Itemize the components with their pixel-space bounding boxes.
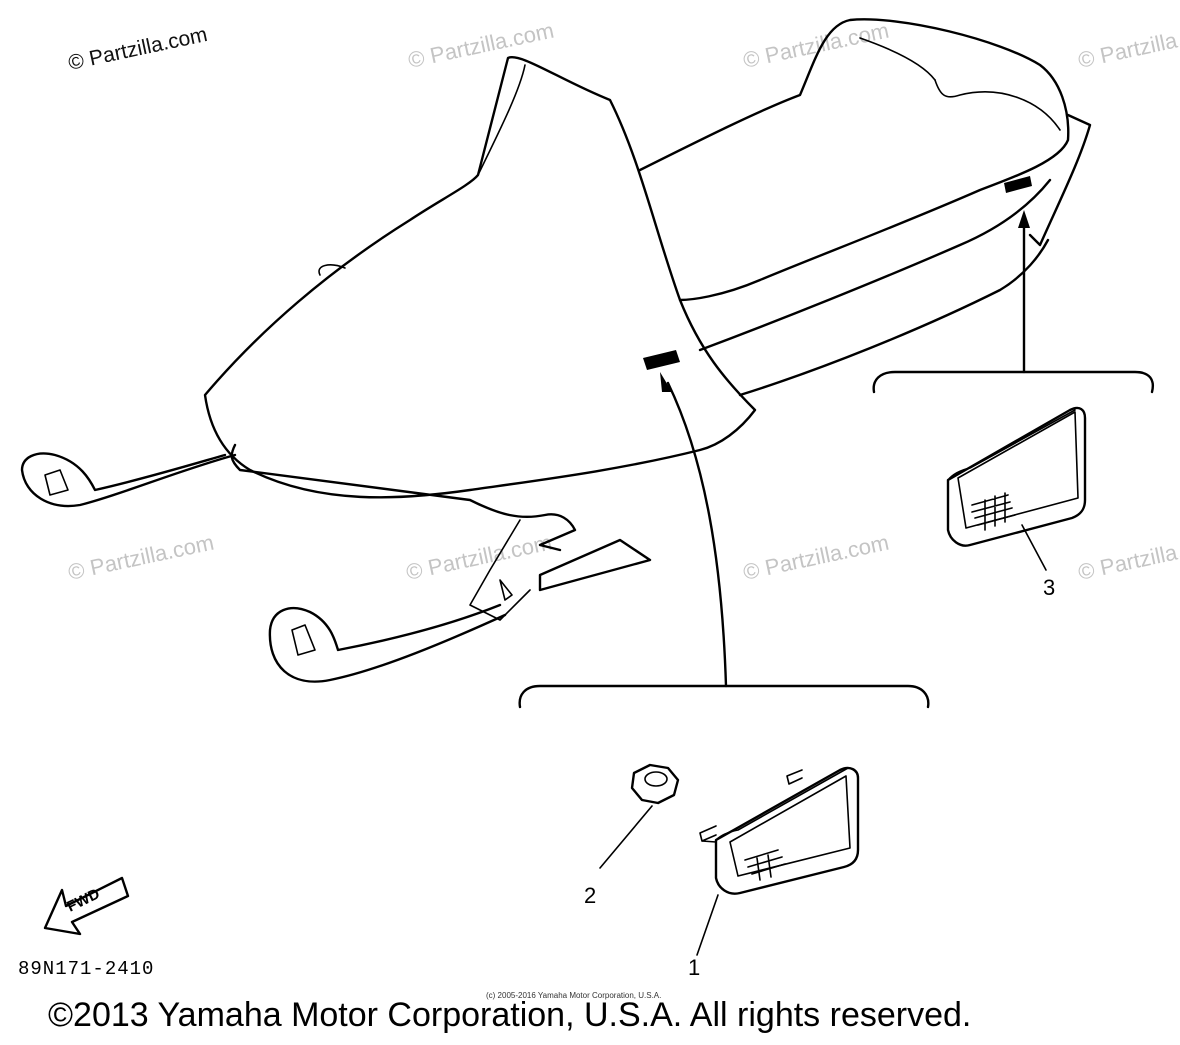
leader-3 xyxy=(1021,524,1047,571)
left-ski xyxy=(20,452,237,508)
left-ski-loop xyxy=(44,469,69,496)
leader-1 xyxy=(696,894,719,956)
rear-reflector-mark xyxy=(1004,176,1032,193)
pointer-arrows xyxy=(660,210,1030,688)
watermark: © Partzilla.com xyxy=(404,530,554,585)
reflector-part-1 xyxy=(699,766,860,895)
footer-copyright: ©2013 Yamaha Motor Corporation, U.S.A. A… xyxy=(48,996,971,1034)
watermark: © Partzilla.com xyxy=(1076,18,1180,73)
chassis-notch xyxy=(499,579,513,601)
rear-flap xyxy=(1028,113,1092,247)
arrow-rear-head xyxy=(1018,210,1030,228)
tunnel-lower xyxy=(738,238,1050,397)
watermark-main: © Partzilla.com xyxy=(66,23,209,75)
small-copyright: (c) 2005-2016 Yamaha Motor Corporation, … xyxy=(486,991,661,1000)
belly-pan xyxy=(230,443,577,552)
callout-1: 1 xyxy=(688,955,700,980)
seat-ridge-line xyxy=(934,79,1061,131)
front-reflector-mark xyxy=(643,350,680,370)
leader-2 xyxy=(599,805,653,869)
reflector-part-3 xyxy=(946,406,1087,547)
watermark: © Partzilla.com xyxy=(741,18,891,73)
chassis-edge xyxy=(469,519,531,621)
arrow-front xyxy=(666,381,728,688)
right-ski xyxy=(268,603,507,683)
tunnel-side xyxy=(698,178,1052,352)
chassis-side xyxy=(538,538,652,592)
snowmobile-hood xyxy=(203,55,757,499)
bracket-front-group xyxy=(518,684,930,709)
right-ski-loop xyxy=(291,624,316,656)
watermark: © Partzilla.com xyxy=(741,530,891,585)
watermark: © Partzilla.com xyxy=(1076,530,1180,585)
watermark: © Partzilla.com xyxy=(66,530,216,585)
seat-top-line xyxy=(859,37,936,81)
nut-part-2 xyxy=(630,763,680,805)
bracket-rear-group xyxy=(872,370,1154,394)
part-code: 89N171-2410 xyxy=(18,958,154,980)
windshield-line xyxy=(477,64,526,176)
fwd-arrow-icon: FWD xyxy=(43,876,130,936)
callout-3: 3 xyxy=(1043,575,1055,600)
arrow-front-head xyxy=(660,372,672,392)
hood-bumper xyxy=(318,264,346,276)
callout-2: 2 xyxy=(584,883,596,908)
snowmobile-seat xyxy=(638,18,1070,302)
snowmobile-illustration xyxy=(20,18,1092,683)
